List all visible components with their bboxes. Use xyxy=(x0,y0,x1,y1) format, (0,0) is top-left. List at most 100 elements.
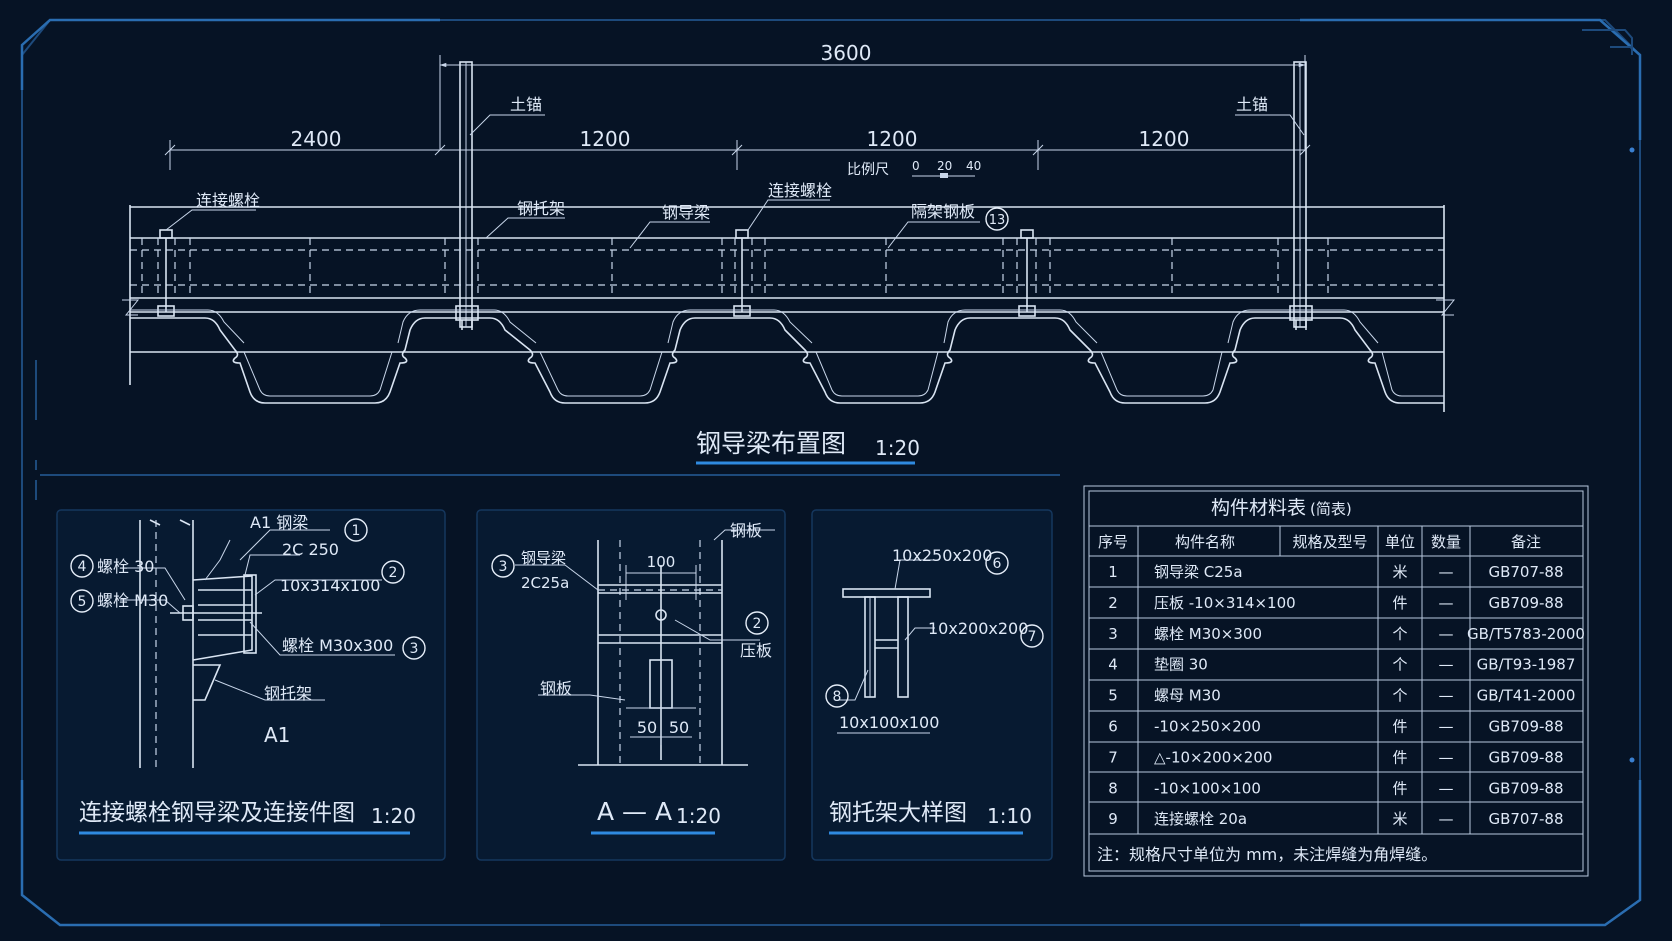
table-title: 构件材料表 xyxy=(1211,497,1306,519)
callout-8: 8 xyxy=(833,689,842,705)
label-bolt-mid: 连接螺栓 xyxy=(768,181,832,200)
th-qty: 数量 xyxy=(1431,533,1461,551)
cell-remark: GB709-88 xyxy=(1488,718,1563,736)
label-plate-10x314x100: 10x314x100 xyxy=(280,576,380,595)
table-row: 5 螺母 M30 个 — GB/T41-2000 xyxy=(1108,687,1575,705)
cell-unit: 件 xyxy=(1392,718,1407,736)
sheet-pile-profile xyxy=(130,317,1444,404)
scale-tick-0: 0 xyxy=(912,159,920,173)
callout-6: 6 xyxy=(993,556,1002,572)
cell-remark: GB/T41-2000 xyxy=(1477,687,1576,705)
label-spacer-number: 13 xyxy=(989,213,1006,228)
cell-name: 压板 -10×314×100 xyxy=(1154,594,1296,612)
panel-connection: A1 钢梁 2C 250 10x314x100 螺栓 M30x300 钢托架 螺… xyxy=(56,509,446,861)
cell-unit: 件 xyxy=(1392,748,1407,766)
dim-1200-b: 1200 xyxy=(867,127,918,151)
cell-name: 钢导梁 C25a xyxy=(1154,563,1243,581)
dim-1200-c: 1200 xyxy=(1139,127,1190,151)
label-2c250: 2C 250 xyxy=(282,540,339,559)
label-bolt-m30: 螺栓 M30 xyxy=(97,591,168,610)
label-steel-plate-top: 钢板 xyxy=(730,521,762,540)
cell-remark: GB/T5783-2000 xyxy=(1467,625,1585,643)
cell-qty: — xyxy=(1439,687,1454,705)
scale-bar: 比例尺 0 20 40 xyxy=(847,159,981,178)
cell-unit: 件 xyxy=(1392,594,1407,612)
dim-50-left: 50 xyxy=(637,718,657,737)
callout-1: 1 xyxy=(352,523,361,539)
cell-name: 垫圈 30 xyxy=(1154,656,1208,674)
panel-section-title: A — A xyxy=(597,797,672,826)
cell-qty: — xyxy=(1439,779,1454,797)
callout-2: 2 xyxy=(389,565,398,581)
label-steel-plate-left: 钢板 xyxy=(540,679,572,698)
th-index: 序号 xyxy=(1098,533,1128,551)
label-2c25a: 2C25a xyxy=(521,574,569,592)
cell-qty: — xyxy=(1439,748,1454,766)
dim-50-right: 50 xyxy=(669,718,689,737)
callout-4: 4 xyxy=(78,559,87,575)
label-anchor-right: 土锚 xyxy=(1236,95,1268,114)
panel-bracket: 10x250x200 10x200x200 10x100x100 6 7 8 钢… xyxy=(811,509,1053,861)
dim-1200-a: 1200 xyxy=(580,127,631,151)
cell-unit: 米 xyxy=(1392,810,1407,828)
panel-connection-scale: 1:20 xyxy=(371,804,416,828)
cell-unit: 个 xyxy=(1392,687,1407,705)
label-a1-beam: A1 钢梁 xyxy=(250,513,308,532)
cell-index: 1 xyxy=(1108,563,1118,581)
cell-unit: 个 xyxy=(1392,625,1407,643)
cell-name: -10×100×100 xyxy=(1154,779,1261,797)
cell-qty: — xyxy=(1439,810,1454,828)
cell-name: 螺栓 M30×300 xyxy=(1154,625,1262,643)
cell-remark: GB709-88 xyxy=(1488,594,1563,612)
layout-labels: 连接螺栓 钢托架 钢导梁 连接螺栓 隔架钢板 13 xyxy=(165,181,1009,249)
cell-index: 2 xyxy=(1108,594,1118,612)
th-unit: 单位 xyxy=(1385,533,1415,551)
cell-name: 螺母 M30 xyxy=(1154,687,1221,705)
callout-5: 5 xyxy=(78,594,87,610)
panel-section: 钢板 钢导梁 2C25a 100 压板 钢板 50 50 3 2 A — A 1… xyxy=(476,509,786,861)
cell-remark: GB707-88 xyxy=(1488,563,1563,581)
cell-remark: GB707-88 xyxy=(1488,810,1563,828)
cell-name: △-10×200×200 xyxy=(1154,748,1272,766)
callout-3: 3 xyxy=(410,641,419,657)
table-note: 注：规格尺寸单位为 mm，未注焊缝为角焊缝。 xyxy=(1097,845,1437,864)
label-bolt-m30x300: 螺栓 M30x300 xyxy=(282,636,393,655)
anchor-posts: 土锚 土锚 xyxy=(459,61,1307,328)
label-web-plate: 10x200x200 xyxy=(928,619,1028,638)
panel-connection-title: 连接螺栓钢导梁及连接件图 xyxy=(79,800,355,826)
dim-100: 100 xyxy=(647,553,676,571)
callout-section-2: 2 xyxy=(753,616,762,632)
cell-index: 7 xyxy=(1108,748,1118,766)
cell-remark: GB709-88 xyxy=(1488,748,1563,766)
th-remark: 备注 xyxy=(1511,533,1541,551)
outer-frame xyxy=(20,18,1642,927)
bolts xyxy=(157,229,1313,330)
guide-beam xyxy=(122,205,1456,412)
label-bracket: 钢托架 xyxy=(517,199,565,218)
cell-name: 连接螺栓 20a xyxy=(1154,810,1247,828)
cell-index: 8 xyxy=(1108,779,1118,797)
cell-qty: — xyxy=(1439,718,1454,736)
cell-remark: GB/T93-1987 xyxy=(1477,656,1576,674)
label-press-plate: 压板 xyxy=(740,641,772,660)
label-guide-beam-section: 钢导梁 xyxy=(521,549,566,567)
cell-name: -10×250×200 xyxy=(1154,718,1261,736)
cell-unit: 个 xyxy=(1392,656,1407,674)
panel-section-scale: 1:20 xyxy=(676,804,721,828)
th-spec: 规格及型号 xyxy=(1292,533,1367,551)
table-subtitle: (简表) xyxy=(1310,500,1352,518)
cell-index: 5 xyxy=(1108,687,1118,705)
cell-index: 4 xyxy=(1108,656,1118,674)
scale-tick-20: 20 xyxy=(937,159,952,173)
table-row: 7 △-10×200×200 件 — GB709-88 xyxy=(1108,748,1563,766)
label-top-plate: 10x250x200 xyxy=(892,546,992,565)
cell-unit: 件 xyxy=(1392,779,1407,797)
